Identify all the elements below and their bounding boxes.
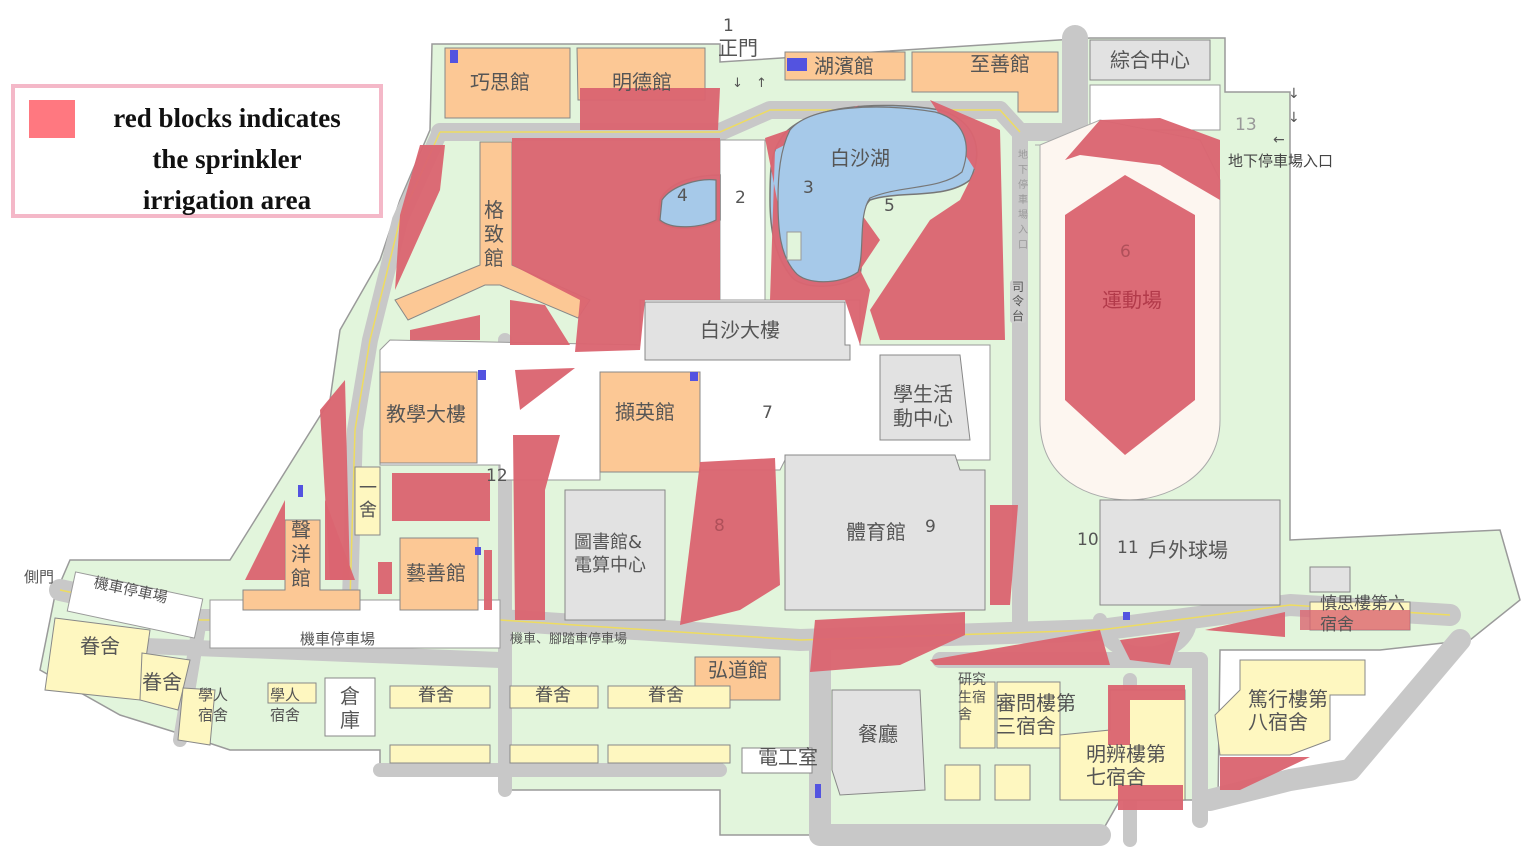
outdoor-courts[interactable]: 戶外球場	[1148, 538, 1228, 562]
island	[786, 231, 802, 261]
marker-12: 12	[486, 466, 508, 486]
gymnasium[interactable]: 體育館	[846, 520, 906, 544]
marker-10: 10	[1077, 530, 1099, 550]
electrical-room[interactable]: 電工室	[758, 745, 818, 769]
dorm-six[interactable]: 慎思樓第六宿舍	[1320, 594, 1405, 636]
sports-field[interactable]: 運動場	[1102, 288, 1162, 312]
side-gate[interactable]: 側門	[24, 568, 55, 586]
legend-text: red blocks indicates the sprinkler irrig…	[75, 98, 379, 221]
marker-3: 3	[803, 178, 814, 198]
marker-4: 4	[677, 186, 688, 206]
juan-she-5[interactable]: 眷舍	[648, 685, 684, 706]
arrow-out: ↑	[756, 76, 767, 91]
arrow-down-1: ↓	[1288, 86, 1300, 102]
building-mingde[interactable]: 明德館	[612, 70, 672, 94]
building-baisha[interactable]: 白沙大樓	[700, 318, 780, 342]
underground-parking-entrance[interactable]: 地下停車場入口	[1228, 152, 1334, 170]
marker-11: 11	[1117, 538, 1139, 558]
building-teaching[interactable]: 教學大樓	[386, 402, 466, 426]
marker-1: 1	[723, 16, 734, 36]
juan-she-2[interactable]: 眷舍	[142, 670, 182, 694]
marker-2: 2	[735, 188, 746, 208]
building-zhishan[interactable]: 至善館	[970, 52, 1030, 76]
marker-9: 9	[925, 517, 936, 537]
marker-7: 7	[762, 403, 773, 423]
marker-8: 8	[714, 516, 725, 536]
warehouse[interactable]: 倉庫	[340, 684, 360, 732]
blue-markers	[298, 50, 1130, 798]
building-qiaosi[interactable]: 巧思館	[470, 70, 530, 94]
lake-top	[659, 106, 967, 283]
legend-line-2: the sprinkler	[152, 144, 302, 174]
student-activity-center[interactable]: 學生活動中心	[893, 382, 953, 430]
dorm-seven[interactable]: 明辨樓第七宿舍	[1086, 742, 1166, 789]
dorm-one[interactable]: 一舍	[359, 478, 377, 521]
library-computer-center[interactable]: 圖書館&電算中心	[574, 532, 646, 576]
facility-buildings	[564, 39, 1351, 796]
arrow-in: ↓	[732, 76, 743, 91]
xueren-dorm-2[interactable]: 學人宿舍	[270, 686, 301, 724]
juan-she-4[interactable]: 眷舍	[535, 685, 571, 706]
legend-line-1: red blocks indicates	[113, 103, 341, 133]
marker-5: 5	[884, 196, 895, 216]
building-xieying[interactable]: 擷英館	[615, 400, 675, 424]
dormitories	[44, 466, 1411, 801]
marker-13: 13	[1235, 115, 1257, 135]
dorm-three[interactable]: 審問樓第三宿舍	[996, 691, 1076, 738]
arrow-down-2: ↓	[1288, 110, 1300, 126]
marker-6: 6	[1120, 242, 1131, 262]
baisha-lake[interactable]: 白沙湖	[830, 146, 890, 170]
legend: red blocks indicates the sprinkler irrig…	[11, 84, 383, 218]
building-gezhi[interactable]: 格致館	[484, 198, 504, 270]
juan-she-3[interactable]: 眷舍	[418, 685, 454, 706]
warehouse	[324, 677, 813, 774]
sprinkler-areas	[245, 88, 1410, 810]
juan-she-1[interactable]: 眷舍	[80, 634, 120, 658]
building-yishan[interactable]: 藝善館	[406, 561, 466, 585]
building-yiyang[interactable]: 聲洋館	[291, 518, 311, 590]
arrow-left: ←	[1273, 132, 1285, 148]
xueren-dorm-1[interactable]: 學人宿舍	[198, 686, 229, 724]
building-hubin[interactable]: 湖濱館	[814, 54, 874, 78]
building-zonghe[interactable]: 綜合中心	[1110, 48, 1190, 72]
underground-parking-vertical: 地下停車場入口	[1018, 150, 1028, 251]
legend-line-3: irrigation area	[142, 185, 312, 215]
grad-student-dorm[interactable]: 研究生宿舍	[958, 672, 986, 723]
academic-buildings	[242, 47, 1059, 701]
dining-hall[interactable]: 餐廳	[858, 722, 898, 746]
dorm-eight[interactable]: 篤行樓第八宿舍	[1248, 687, 1328, 734]
motorcycle-parking[interactable]: 機車停車場	[300, 630, 376, 648]
building-hongdao[interactable]: 弘道館	[708, 658, 768, 682]
legend-red-swatch	[29, 100, 75, 138]
motorcycle-bicycle-parking[interactable]: 機車、腳踏車停車場	[510, 632, 628, 647]
siling-tai[interactable]: 司令台	[1010, 280, 1026, 324]
main-gate[interactable]: 正門	[718, 36, 758, 60]
